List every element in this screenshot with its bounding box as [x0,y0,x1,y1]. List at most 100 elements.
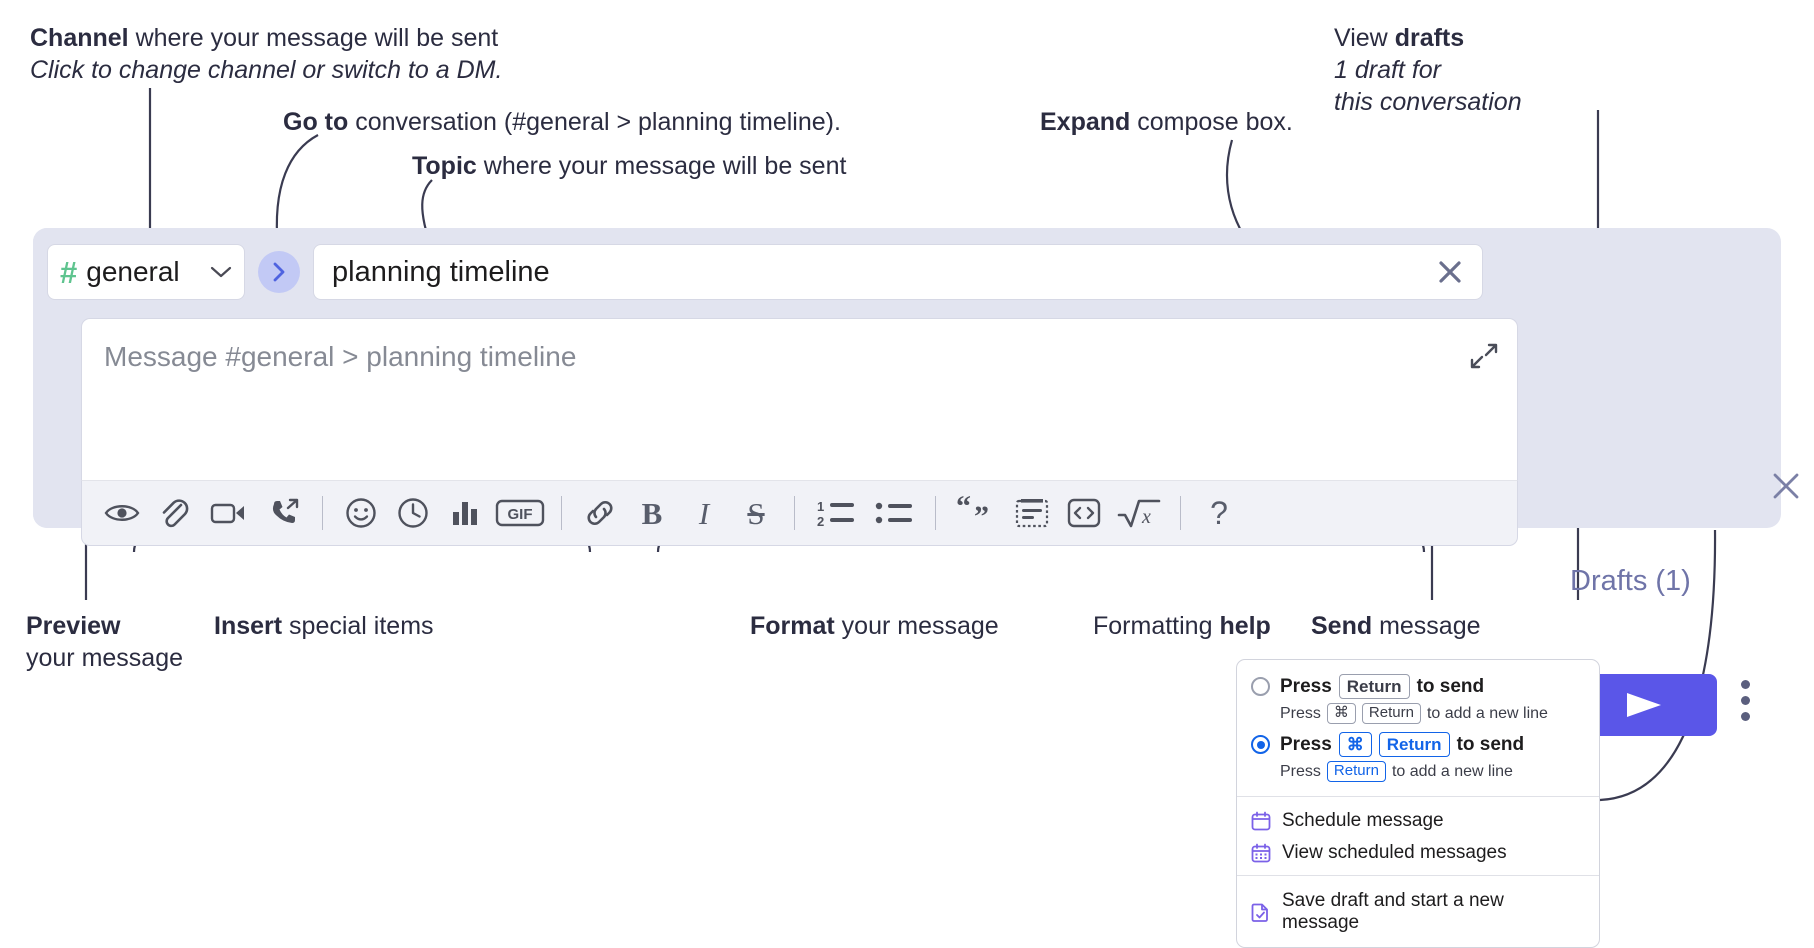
bulleted-list-button[interactable] [865,487,923,539]
annotation-goto-rest: conversation (#general > planning timeli… [348,108,841,136]
annotation-channel-sub: Click to change channel or switch to a D… [30,56,503,84]
italic-icon: I [698,495,710,531]
radio-unselected-icon[interactable] [1251,677,1270,697]
preview-button[interactable] [96,487,148,539]
opt-prefix: Press [1280,675,1332,697]
attachment-button[interactable] [148,487,200,539]
send-option-return[interactable]: Press Return to send [1237,671,1599,702]
emoji-icon [346,498,376,528]
bulleted-list-icon [875,502,912,524]
math-button[interactable]: x [1110,487,1168,539]
schedule-button[interactable] [387,487,439,539]
message-input[interactable]: Message #general > planning timeline [81,318,1518,480]
link-button[interactable] [574,487,626,539]
strikethrough-button[interactable]: S [730,487,782,539]
topic-input[interactable]: planning timeline [313,244,1483,300]
key-command: ⌘ [1326,703,1356,724]
menu-item-label: Save draft and start a new message [1282,890,1504,933]
svg-text:2: 2 [817,514,824,529]
annotation-expand-rest: compose box. [1130,108,1293,136]
annotation-insert-rest: special items [282,612,434,640]
attachment-icon [162,499,189,528]
menu-item-save-draft[interactable]: Save draft and start a new message [1237,881,1599,939]
key-return: Return [1378,732,1450,758]
help-icon: ? [1210,495,1228,531]
key-return: Return [1361,703,1421,724]
annotation-preview-sub: your message [26,644,184,672]
video-clip-button[interactable] [200,487,258,539]
calendar-schedule-icon [1251,811,1271,831]
svg-text:GIF: GIF [508,506,533,523]
kebab-menu-icon [1740,696,1750,705]
opt-suffix: to send [1416,675,1485,697]
annotation-channel-bold: Channel [30,24,129,52]
close-icon [1773,473,1799,499]
blockquote-icon: “ ” [956,490,989,533]
kebab-menu-icon [1740,712,1750,721]
expand-icon[interactable] [1469,341,1499,371]
gif-icon: GIF [495,499,545,527]
compose-widget: # general planning timeline Message #gen… [33,228,1799,736]
key-return: Return [1326,761,1386,782]
inline-code-button[interactable] [1058,487,1110,539]
annotation-drafts-sub2: this conversation [1334,88,1522,116]
menu-item-view-scheduled[interactable]: View scheduled messages [1237,837,1599,869]
link-icon [587,501,613,525]
annotation-expand: Expand compose box. [1040,106,1293,138]
channel-selector[interactable]: # general [47,244,245,300]
toolbar-divider-2 [561,496,562,530]
italic-button[interactable]: I [678,487,730,539]
ordered-list-button[interactable]: 1 2 [807,487,865,539]
compose-header-row: # general planning timeline [47,244,1483,300]
send-option-return-label: Press Return to send [1280,674,1485,700]
formatting-help-button[interactable]: ? [1193,487,1245,539]
bold-icon: B [641,495,663,531]
radio-selected-icon[interactable] [1251,735,1270,755]
annotation-goto: Go to conversation (#general > planning … [283,106,841,138]
annotation-format-rest: your message [834,612,999,640]
formatting-toolbar: GIF B I S 1 2 [81,480,1518,546]
svg-text:x: x [1141,506,1151,528]
annotation-channel: Channel where your message will be sent … [30,22,502,86]
toolbar-divider-1 [322,496,323,530]
send-option-cmd-return-label: Press ⌘ Return to send [1280,732,1525,758]
send-icon [1626,693,1661,717]
svg-text:“: “ [956,490,971,523]
send-option-cmd-return-hint: Press Return to add a new line [1237,760,1599,787]
code-block-icon [1015,499,1049,528]
compose-options-card: Press Return to send Press ⌘ Return to a… [1236,659,1600,948]
code-block-button[interactable] [1006,487,1058,539]
goto-conversation-button[interactable] [258,251,300,293]
poll-button[interactable] [439,487,491,539]
gif-button[interactable]: GIF [491,487,549,539]
hint-suffix: to add a new line [1391,762,1513,780]
annotation-help-bold: help [1219,612,1271,640]
opt-suffix: to send [1456,733,1525,755]
compose-options-button[interactable] [1738,680,1752,721]
svg-text:”: ” [974,500,989,533]
calendar-view-icon [1251,843,1271,863]
annotation-format: Format your message [750,610,999,642]
menu-item-label: Schedule message [1282,810,1444,831]
close-compose-button[interactable] [1768,468,1804,504]
blockquote-button[interactable]: “ ” [948,487,1006,539]
close-icon[interactable] [1434,256,1466,288]
annotation-expand-bold: Expand [1040,108,1131,136]
annotation-topic: Topic where your message will be sent [412,150,846,182]
save-draft-icon [1251,903,1268,922]
send-option-return-hint: Press ⌘ Return to add a new line [1237,702,1599,729]
hash-icon: # [60,254,78,290]
bold-button[interactable]: B [626,487,678,539]
emoji-button[interactable] [335,487,387,539]
annotation-drafts: View drafts 1 draft for this conversatio… [1334,22,1522,118]
annotation-send: Send message [1311,610,1481,642]
send-behavior-options: Press Return to send Press ⌘ Return to a… [1237,660,1599,796]
menu-divider-1 [1237,796,1599,797]
menu-item-label: View scheduled messages [1282,842,1507,863]
strikethrough-icon: S [747,495,765,531]
drafts-link[interactable]: Drafts (1) [1570,565,1691,597]
menu-item-schedule-message[interactable]: Schedule message [1237,801,1599,837]
audio-clip-button[interactable] [258,487,310,539]
poll-icon [453,502,477,525]
send-option-cmd-return[interactable]: Press ⌘ Return to send [1237,729,1599,760]
